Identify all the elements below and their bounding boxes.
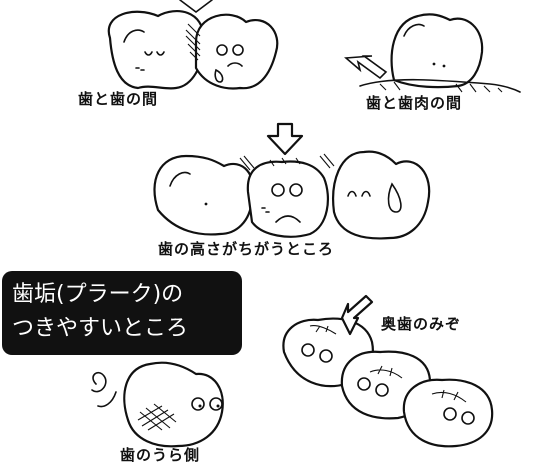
label-inner-side: 歯のうら側	[120, 446, 201, 464]
tooth-gum	[344, 13, 521, 93]
label-teeth-and-gums: 歯と歯肉の間	[366, 94, 463, 112]
title-line-2: つきやすいところ	[12, 316, 189, 341]
arrow-down-mid-icon	[266, 122, 304, 156]
tooth-inner-side	[91, 361, 224, 448]
label-back-teeth-grooves: 奥歯のみぞ	[381, 315, 462, 333]
teeth-uneven-height	[153, 150, 431, 240]
title-line-1: 歯垢(プラーク)の	[12, 282, 184, 307]
label-uneven-height: 歯の高さがちがうところ	[158, 240, 335, 258]
label-between-teeth: 歯と歯の間	[78, 90, 159, 108]
title-box: 歯垢(プラーク)の つきやすいところ	[2, 271, 242, 355]
back-teeth-group	[282, 294, 494, 448]
tooth-pair-between	[107, 10, 279, 90]
arrow-down-top-icon	[179, 0, 213, 13]
